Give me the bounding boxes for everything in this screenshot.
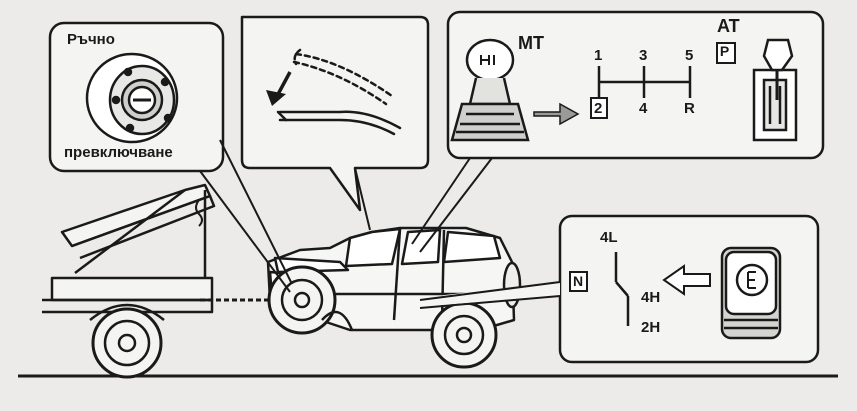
- transfer-4h-label: 4H: [641, 290, 660, 305]
- gear-label-5: 5: [685, 48, 693, 63]
- gear-label-r: R: [684, 101, 695, 116]
- manual-switch-label-line2: превключване: [64, 145, 173, 160]
- mt-label: MT: [518, 34, 544, 52]
- gear-label-3: 3: [639, 48, 647, 63]
- callout-parking-brake: [242, 17, 428, 230]
- manual-switch-label-line1: Ръчно: [67, 32, 115, 47]
- park-position-label: P: [716, 42, 733, 61]
- gear-label-4: 4: [639, 101, 647, 116]
- transfer-4l-label: 4L: [600, 230, 618, 245]
- gear-label-2-selected: 2: [594, 101, 602, 116]
- neutral-label: N: [573, 274, 583, 288]
- tow-truck: [42, 185, 292, 377]
- transfer-2h-label: 2H: [641, 320, 660, 335]
- gear-label-1: 1: [594, 48, 602, 63]
- at-label: AT: [717, 17, 740, 35]
